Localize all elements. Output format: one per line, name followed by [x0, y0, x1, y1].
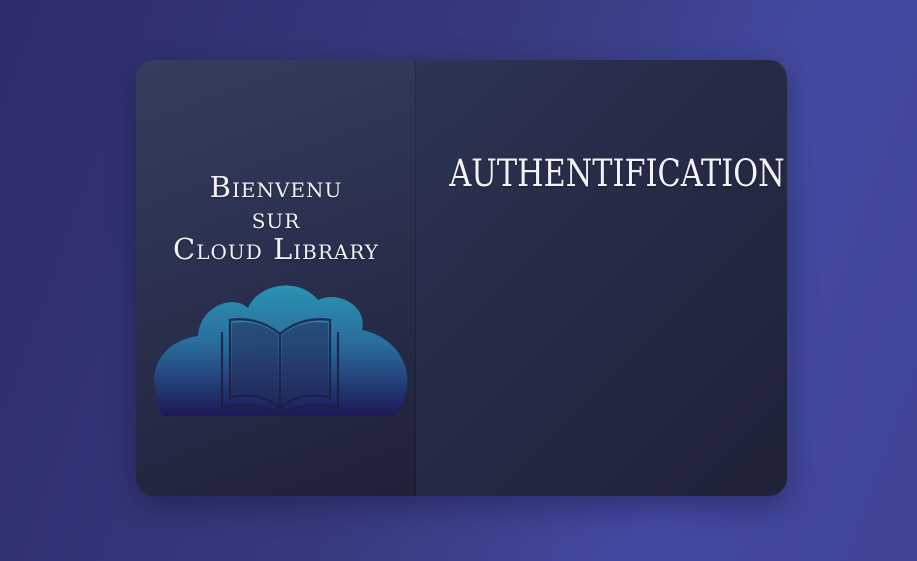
cloud-book-icon: [154, 285, 408, 416]
panel-divider: [415, 60, 416, 496]
auth-title: AUTHENTIFICATION: [449, 152, 785, 195]
auth-panel: AUTHENTIFICATION: [416, 60, 787, 496]
welcome-heading: Bienvenu sur Cloud Library: [136, 172, 416, 265]
welcome-line-3: Cloud Library: [173, 232, 379, 266]
welcome-panel: Bienvenu sur Cloud Library: [136, 60, 416, 496]
login-card: Bienvenu sur Cloud Library: [136, 60, 787, 496]
welcome-line-1: Bienvenu: [209, 170, 343, 204]
welcome-line-2: sur: [251, 201, 301, 235]
